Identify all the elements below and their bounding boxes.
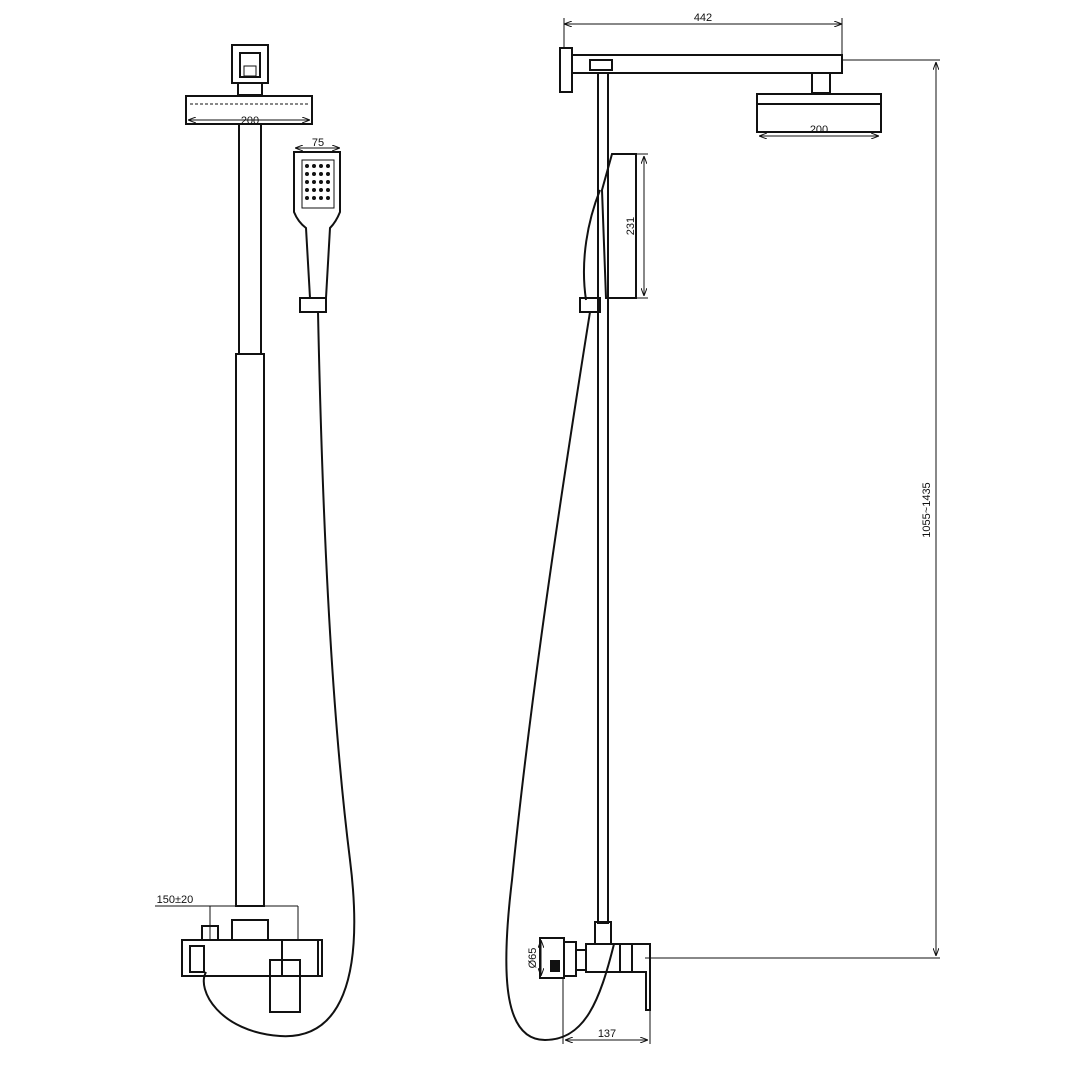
mixer-valve: 150±20 xyxy=(155,894,323,1013)
valve-depth-label: 137 xyxy=(598,1028,616,1040)
height-range-label: 1055~1435 xyxy=(921,482,933,537)
riser-pipe xyxy=(235,123,265,907)
hose xyxy=(202,311,356,1038)
arm-length-dimension: 442 xyxy=(563,12,843,55)
side-head-width-label: 200 xyxy=(810,124,828,136)
valve-spacing-label: 150±20 xyxy=(157,894,194,906)
hand-shower-length-label: 231 xyxy=(625,217,637,235)
overhead-shower-head: 200 xyxy=(185,95,313,127)
front-view: 200 75 150±20 xyxy=(155,44,356,1038)
side-mixer-valve: Ø65 137 xyxy=(527,921,651,1044)
side-view: 442 200 231 1055~143 xyxy=(505,12,940,1044)
side-hand-shower: 231 xyxy=(579,153,648,313)
hand-shower-width-label: 75 xyxy=(312,137,324,149)
hand-shower: 75 xyxy=(293,137,341,313)
ceiling-mount xyxy=(231,44,269,96)
side-hose xyxy=(505,311,615,1042)
diverter-diameter-label: Ø65 xyxy=(527,948,539,969)
arm-length-label: 442 xyxy=(694,12,712,24)
front-head-width-label: 200 xyxy=(241,115,259,127)
shower-arm xyxy=(559,47,843,94)
height-dimension: 1055~1435 xyxy=(645,59,940,959)
side-overhead-shower-head: 200 xyxy=(756,93,882,136)
